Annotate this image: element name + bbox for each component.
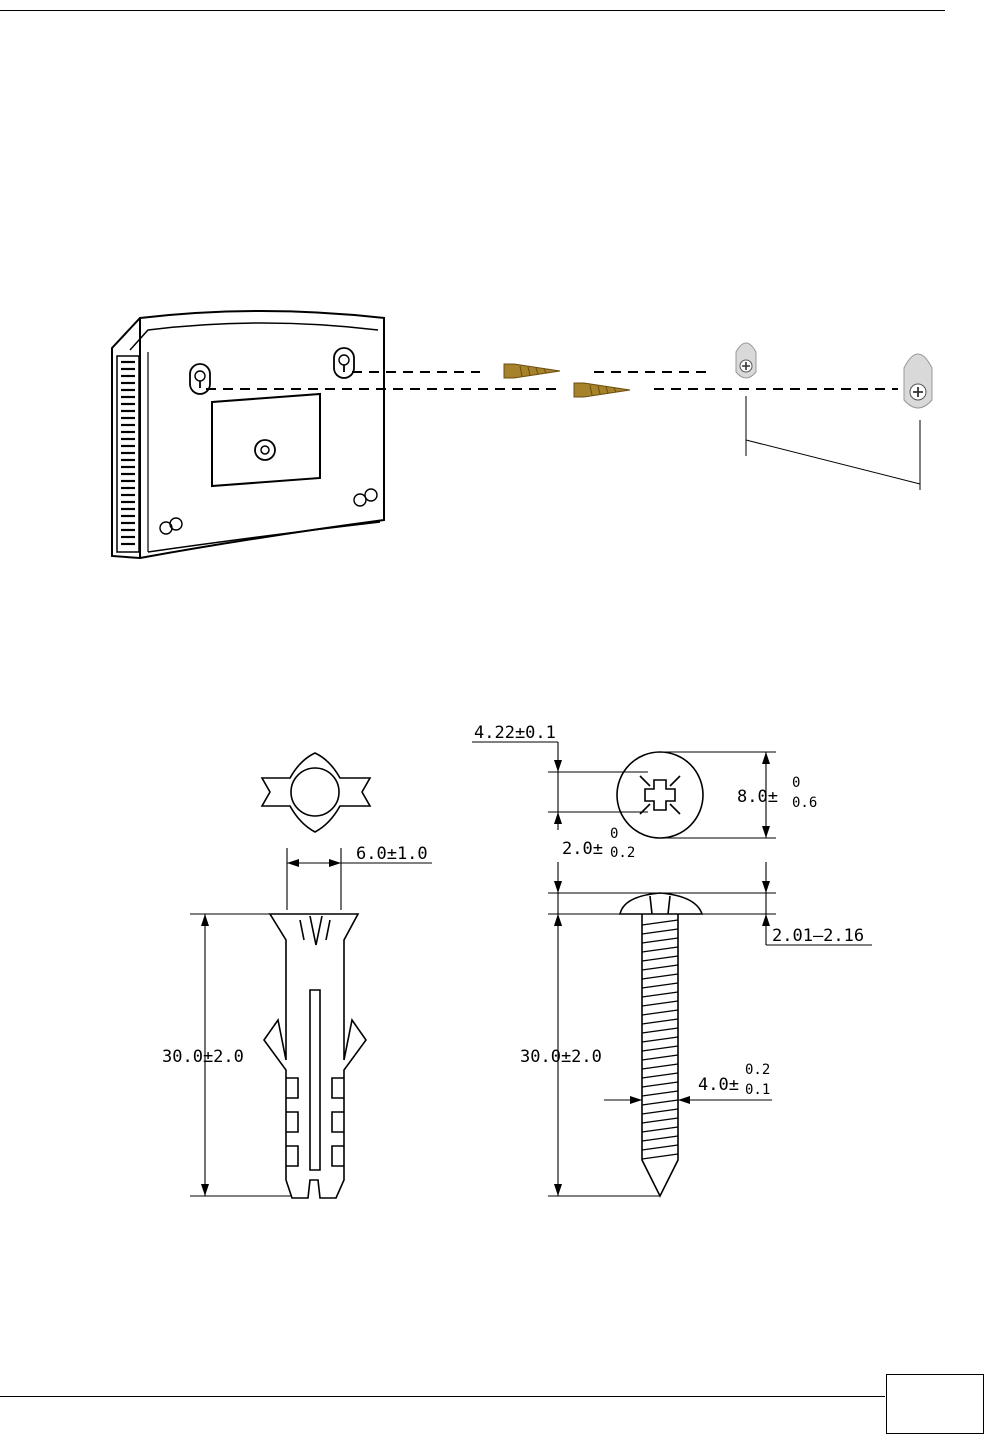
- anchor-side-view: [264, 914, 366, 1198]
- wall-bracket-left: [736, 343, 756, 378]
- page-number-box: [886, 1374, 984, 1434]
- wall-bracket-right: [904, 354, 932, 408]
- dimension-lines: [190, 742, 872, 1196]
- anchor-length-label: 30.0±2.0: [162, 1047, 244, 1067]
- head-diameter-upper: 0: [792, 775, 800, 791]
- footer-rule: [0, 1396, 885, 1397]
- keyhole-slot-right: [334, 348, 354, 378]
- screw-diameter-lower: 0.1: [745, 1082, 770, 1098]
- head-height-lower: 0.2: [610, 845, 635, 861]
- screw-side-view: [620, 893, 702, 1196]
- wood-screw-icon: [574, 383, 630, 397]
- head-diameter-lower: 0.6: [792, 795, 817, 811]
- wood-screw-icon: [504, 364, 560, 378]
- head-thickness-label: 2.01–2.16: [772, 926, 864, 946]
- head-height-upper: 0: [610, 826, 618, 842]
- screw-diameter-upper: 0.2: [745, 1062, 770, 1078]
- dimension-arrows: [201, 752, 770, 1196]
- side-vent: [117, 356, 139, 552]
- head-height-label: 2.0±: [562, 839, 603, 859]
- anchor-width-label: 6.0±1.0: [356, 844, 428, 864]
- anchor-top-view: [262, 753, 370, 832]
- bracket-spacing-dimension: [746, 396, 920, 490]
- screw-length-label: 30.0±2.0: [520, 1047, 602, 1067]
- head-cross-label: 4.22±0.1: [474, 723, 556, 743]
- device-back-panel: [112, 311, 384, 558]
- wall-mount-illustration: [0, 0, 987, 620]
- screw-head-top-view: [617, 752, 703, 838]
- head-diameter-label: 8.0±: [737, 787, 778, 807]
- screw-diameter-label: 4.0±: [698, 1075, 739, 1095]
